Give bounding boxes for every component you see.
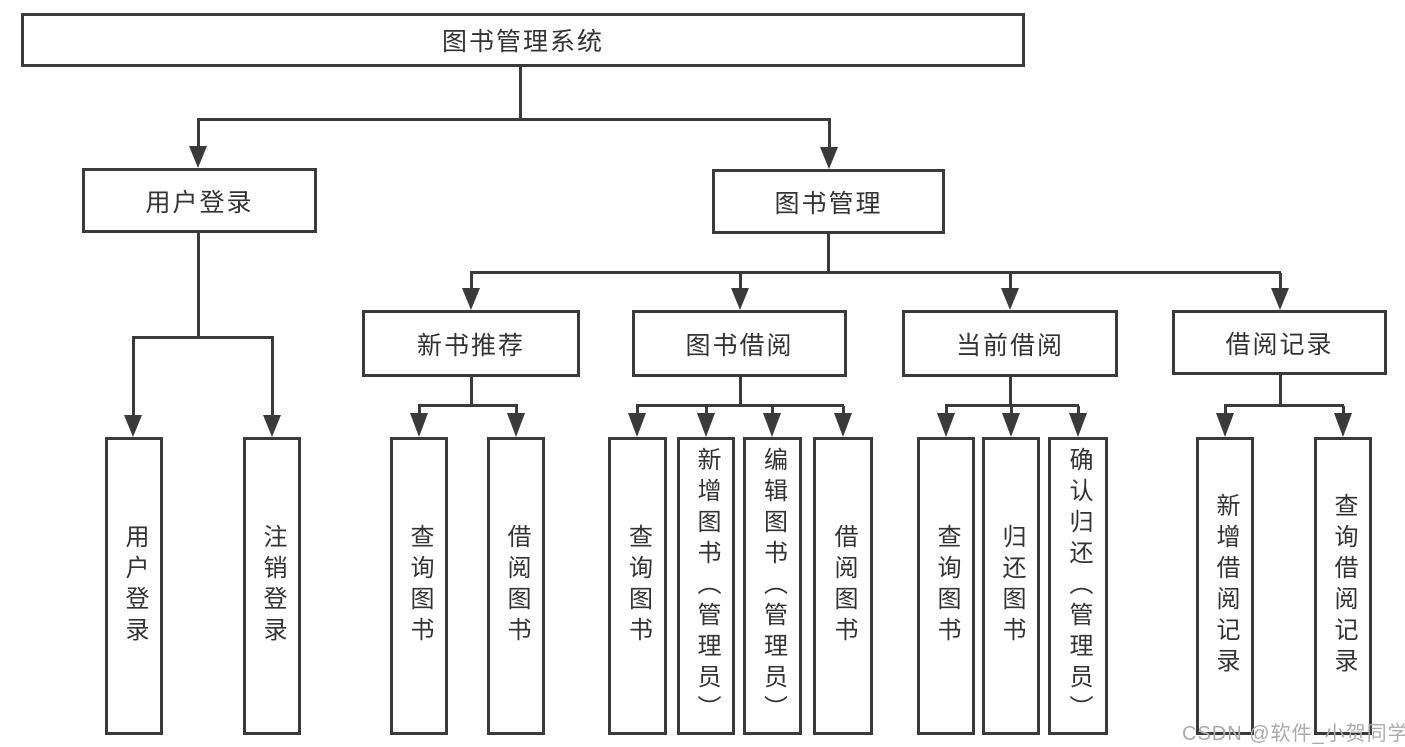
arrowhead-down-icon — [462, 288, 480, 310]
connector-line — [197, 233, 200, 339]
node-label: 编辑图书（管理员） — [759, 446, 787, 726]
arrowhead-down-icon — [124, 415, 142, 437]
leaf-node-confirm-return-admin: 确认归还（管理员） — [1048, 437, 1108, 735]
leaf-node-user-login: 用户登录 — [105, 437, 163, 735]
node-label: 借阅记录 — [1225, 330, 1334, 359]
node-user-login: 用户登录 — [82, 168, 317, 233]
node-label: 注销登录 — [259, 524, 286, 648]
node-book-management: 图书管理 — [712, 169, 945, 234]
leaf-node-query-books: 查询图书 — [608, 437, 667, 735]
connector-line — [470, 377, 473, 407]
connector-line — [470, 273, 473, 290]
node-label: 用户登录 — [145, 188, 254, 217]
leaf-node-edit-books-admin: 编辑图书（管理员） — [743, 437, 802, 735]
connector-line — [132, 338, 135, 415]
node-label: 借阅图书 — [830, 524, 857, 648]
connector-line — [418, 404, 518, 407]
arrowhead-down-icon — [834, 413, 852, 437]
leaf-node-borrow-books: 借阅图书 — [487, 437, 545, 735]
node-label: 确认归还（管理员） — [1065, 446, 1092, 726]
connector-line — [197, 118, 831, 121]
arrowhead-down-icon — [1002, 413, 1020, 437]
node-label: 用户登录 — [121, 524, 148, 648]
arrowhead-down-icon — [263, 415, 281, 437]
arrowhead-down-icon — [937, 413, 955, 437]
node-label: 查询图书 — [933, 524, 960, 648]
connector-line — [1009, 273, 1012, 290]
arrowhead-down-icon — [1334, 413, 1352, 437]
connector-line — [828, 120, 831, 150]
connector-line — [1077, 406, 1080, 415]
arrowhead-down-icon — [1271, 288, 1289, 310]
arrowhead-down-icon — [1001, 288, 1019, 310]
connector-line — [197, 120, 200, 149]
arrowhead-down-icon — [820, 147, 838, 169]
connector-line — [1342, 406, 1345, 415]
leaf-node-query-books: 查询图书 — [390, 437, 448, 735]
connector-line — [1224, 404, 1344, 407]
leaf-node-add-books-admin: 新增图书（管理员） — [677, 437, 735, 735]
arrowhead-down-icon — [763, 413, 781, 437]
node-label: 查询图书 — [406, 524, 433, 648]
node-label: 新增借阅记录 — [1212, 493, 1239, 679]
node-label: 新增图书（管理员） — [693, 446, 720, 726]
connector-line — [636, 406, 639, 415]
connector-line — [519, 67, 522, 120]
arrowhead-down-icon — [410, 413, 428, 437]
connector-line — [1279, 375, 1282, 407]
connector-line — [771, 406, 774, 415]
connector-line — [515, 406, 518, 415]
node-book-borrow: 图书借阅 — [632, 310, 847, 377]
connector-line — [705, 406, 708, 415]
arrowhead-down-icon — [628, 413, 646, 437]
leaf-node-borrow-books: 借阅图书 — [813, 437, 873, 735]
node-label: 借阅图书 — [503, 524, 530, 648]
node-new-book-recommend: 新书推荐 — [362, 310, 580, 377]
connector-line — [1224, 406, 1227, 415]
arrowhead-down-icon — [189, 146, 207, 168]
node-label: 图书借阅 — [685, 331, 794, 360]
connector-line — [842, 406, 845, 415]
node-borrow-records: 借阅记录 — [1172, 310, 1387, 375]
node-label: 查询图书 — [624, 524, 652, 648]
leaf-node-add-borrow-record: 新增借阅记录 — [1196, 437, 1254, 735]
node-label: 新书推荐 — [416, 331, 525, 360]
node-label: 当前借阅 — [955, 331, 1064, 360]
connector-line — [1010, 406, 1013, 415]
arrowhead-down-icon — [1216, 413, 1234, 437]
leaf-node-logout: 注销登录 — [243, 437, 301, 735]
node-label: 归还图书 — [998, 524, 1025, 648]
connector-line — [636, 404, 844, 407]
arrowhead-down-icon — [731, 288, 749, 310]
leaf-node-return-books: 归还图书 — [982, 437, 1040, 735]
connector-line — [132, 336, 274, 339]
leaf-node-query-books: 查询图书 — [917, 437, 975, 735]
connector-line — [945, 406, 948, 415]
node-library-system: 图书管理系统 — [21, 13, 1025, 67]
connector-line — [418, 406, 421, 415]
arrowhead-down-icon — [507, 413, 525, 437]
connector-line — [470, 271, 1281, 274]
connector-line — [739, 377, 742, 407]
connector-line — [827, 234, 830, 273]
connector-line — [739, 273, 742, 290]
csdn-watermark: CSDN @软件_小贺同学 — [1182, 723, 1405, 745]
connector-line — [271, 338, 274, 415]
node-label: 查询借阅记录 — [1330, 493, 1357, 679]
node-label: 图书管理 — [774, 189, 883, 218]
connector-line — [1279, 273, 1282, 290]
node-current-borrow: 当前借阅 — [902, 310, 1118, 377]
arrowhead-down-icon — [697, 413, 715, 437]
leaf-node-query-borrow-record: 查询借阅记录 — [1314, 437, 1372, 735]
connector-line — [1009, 377, 1012, 407]
arrowhead-down-icon — [1069, 413, 1087, 437]
node-label: 图书管理系统 — [441, 28, 604, 56]
connector-line — [945, 404, 1079, 407]
